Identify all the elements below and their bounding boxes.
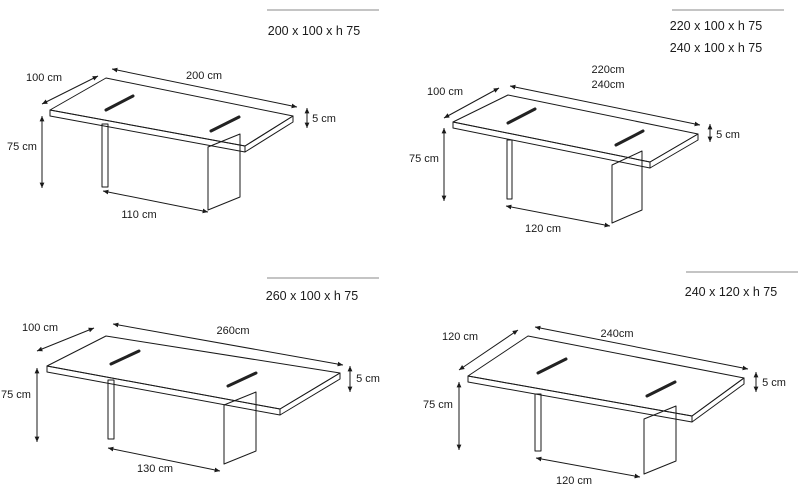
depth-label: 100 cm bbox=[26, 72, 62, 84]
width-dimension-line bbox=[534, 325, 749, 371]
base-label: 110 cm bbox=[121, 209, 156, 221]
width-label: 260cm bbox=[216, 325, 249, 337]
table-top-front-edge bbox=[467, 375, 693, 423]
width-label: 220cm bbox=[591, 64, 624, 76]
size-title: 220 x 100 x h 75 bbox=[670, 19, 762, 33]
width-dimension-line bbox=[112, 322, 344, 367]
table-top-side-edge bbox=[691, 377, 745, 423]
depth-dimension-line bbox=[41, 75, 99, 105]
depth-dimension-line bbox=[458, 329, 519, 371]
width-dimension-line bbox=[111, 67, 298, 109]
thickness-label: 5 cm bbox=[762, 377, 786, 389]
table-diagram-220-240x100: 220 x 100 x h 75 240 x 100 x h 75 220cm … bbox=[409, 9, 784, 235]
table-diagram-240x120: 240 x 120 x h 75 240cm 120 cm 75 cm 5 cm… bbox=[423, 271, 798, 487]
size-title: 240 x 120 x h 75 bbox=[685, 285, 777, 299]
depth-label: 100 cm bbox=[427, 86, 463, 98]
table-top bbox=[452, 94, 699, 163]
table-diagram-200x100: 200 x 100 x h 75 200 cm 100 cm 75 cm 5 c… bbox=[7, 9, 379, 221]
table-top-side-edge bbox=[649, 133, 699, 169]
cable-grommet bbox=[109, 349, 141, 366]
base-dimension-line bbox=[505, 204, 611, 228]
cable-grommet bbox=[506, 107, 537, 125]
base-dimension-line bbox=[107, 446, 221, 473]
table-top-front-edge bbox=[49, 109, 246, 153]
table-top-front-edge bbox=[46, 365, 281, 416]
depth-dimension-line bbox=[36, 327, 95, 352]
base-label: 130 cm bbox=[137, 463, 173, 475]
thickness-label: 5 cm bbox=[716, 129, 740, 141]
leg-panel-left bbox=[107, 379, 115, 440]
leg-panel-left bbox=[101, 123, 109, 188]
table-diagram-260x100: 260 x 100 x h 75 260cm 100 cm 75 cm 5 cm… bbox=[1, 277, 380, 475]
size-title: 200 x 100 x h 75 bbox=[268, 24, 360, 38]
base-label: 120 cm bbox=[556, 475, 592, 487]
height-label: 75 cm bbox=[7, 141, 37, 153]
table-top bbox=[467, 335, 745, 417]
base-label: 120 cm bbox=[525, 223, 561, 235]
cable-grommet bbox=[536, 357, 568, 375]
leg-panel-right bbox=[223, 391, 257, 465]
thickness-label: 5 cm bbox=[356, 373, 380, 385]
leg-panel-right bbox=[611, 150, 643, 224]
leg-panel-left bbox=[506, 139, 513, 200]
height-label: 75 cm bbox=[423, 399, 453, 411]
depth-label: 120 cm bbox=[442, 331, 478, 343]
size-title: 260 x 100 x h 75 bbox=[266, 289, 358, 303]
table-top-side-edge bbox=[244, 115, 294, 153]
width-label: 240cm bbox=[591, 79, 624, 91]
cable-grommet bbox=[614, 129, 645, 147]
depth-dimension-line bbox=[443, 87, 500, 119]
cable-grommet bbox=[209, 115, 241, 133]
width-label: 240cm bbox=[600, 328, 633, 340]
width-label: 200 cm bbox=[186, 70, 222, 82]
cable-grommet bbox=[104, 94, 135, 112]
table-top bbox=[46, 335, 341, 410]
depth-label: 100 cm bbox=[22, 322, 58, 334]
table-top-side-edge bbox=[279, 372, 341, 416]
leg-panel-left bbox=[534, 393, 542, 452]
leg-panel-right bbox=[207, 133, 241, 211]
thickness-label: 5 cm bbox=[312, 113, 336, 125]
cable-grommet bbox=[645, 380, 677, 398]
cable-grommet bbox=[226, 371, 258, 388]
height-label: 75 cm bbox=[409, 153, 439, 165]
size-title: 240 x 100 x h 75 bbox=[670, 41, 762, 55]
leg-panel-right bbox=[643, 405, 677, 475]
table-top bbox=[49, 77, 294, 147]
width-dimension-line bbox=[509, 84, 701, 127]
base-dimension-line bbox=[535, 456, 641, 479]
height-label: 75 cm bbox=[1, 389, 31, 401]
base-dimension-line bbox=[102, 189, 209, 214]
